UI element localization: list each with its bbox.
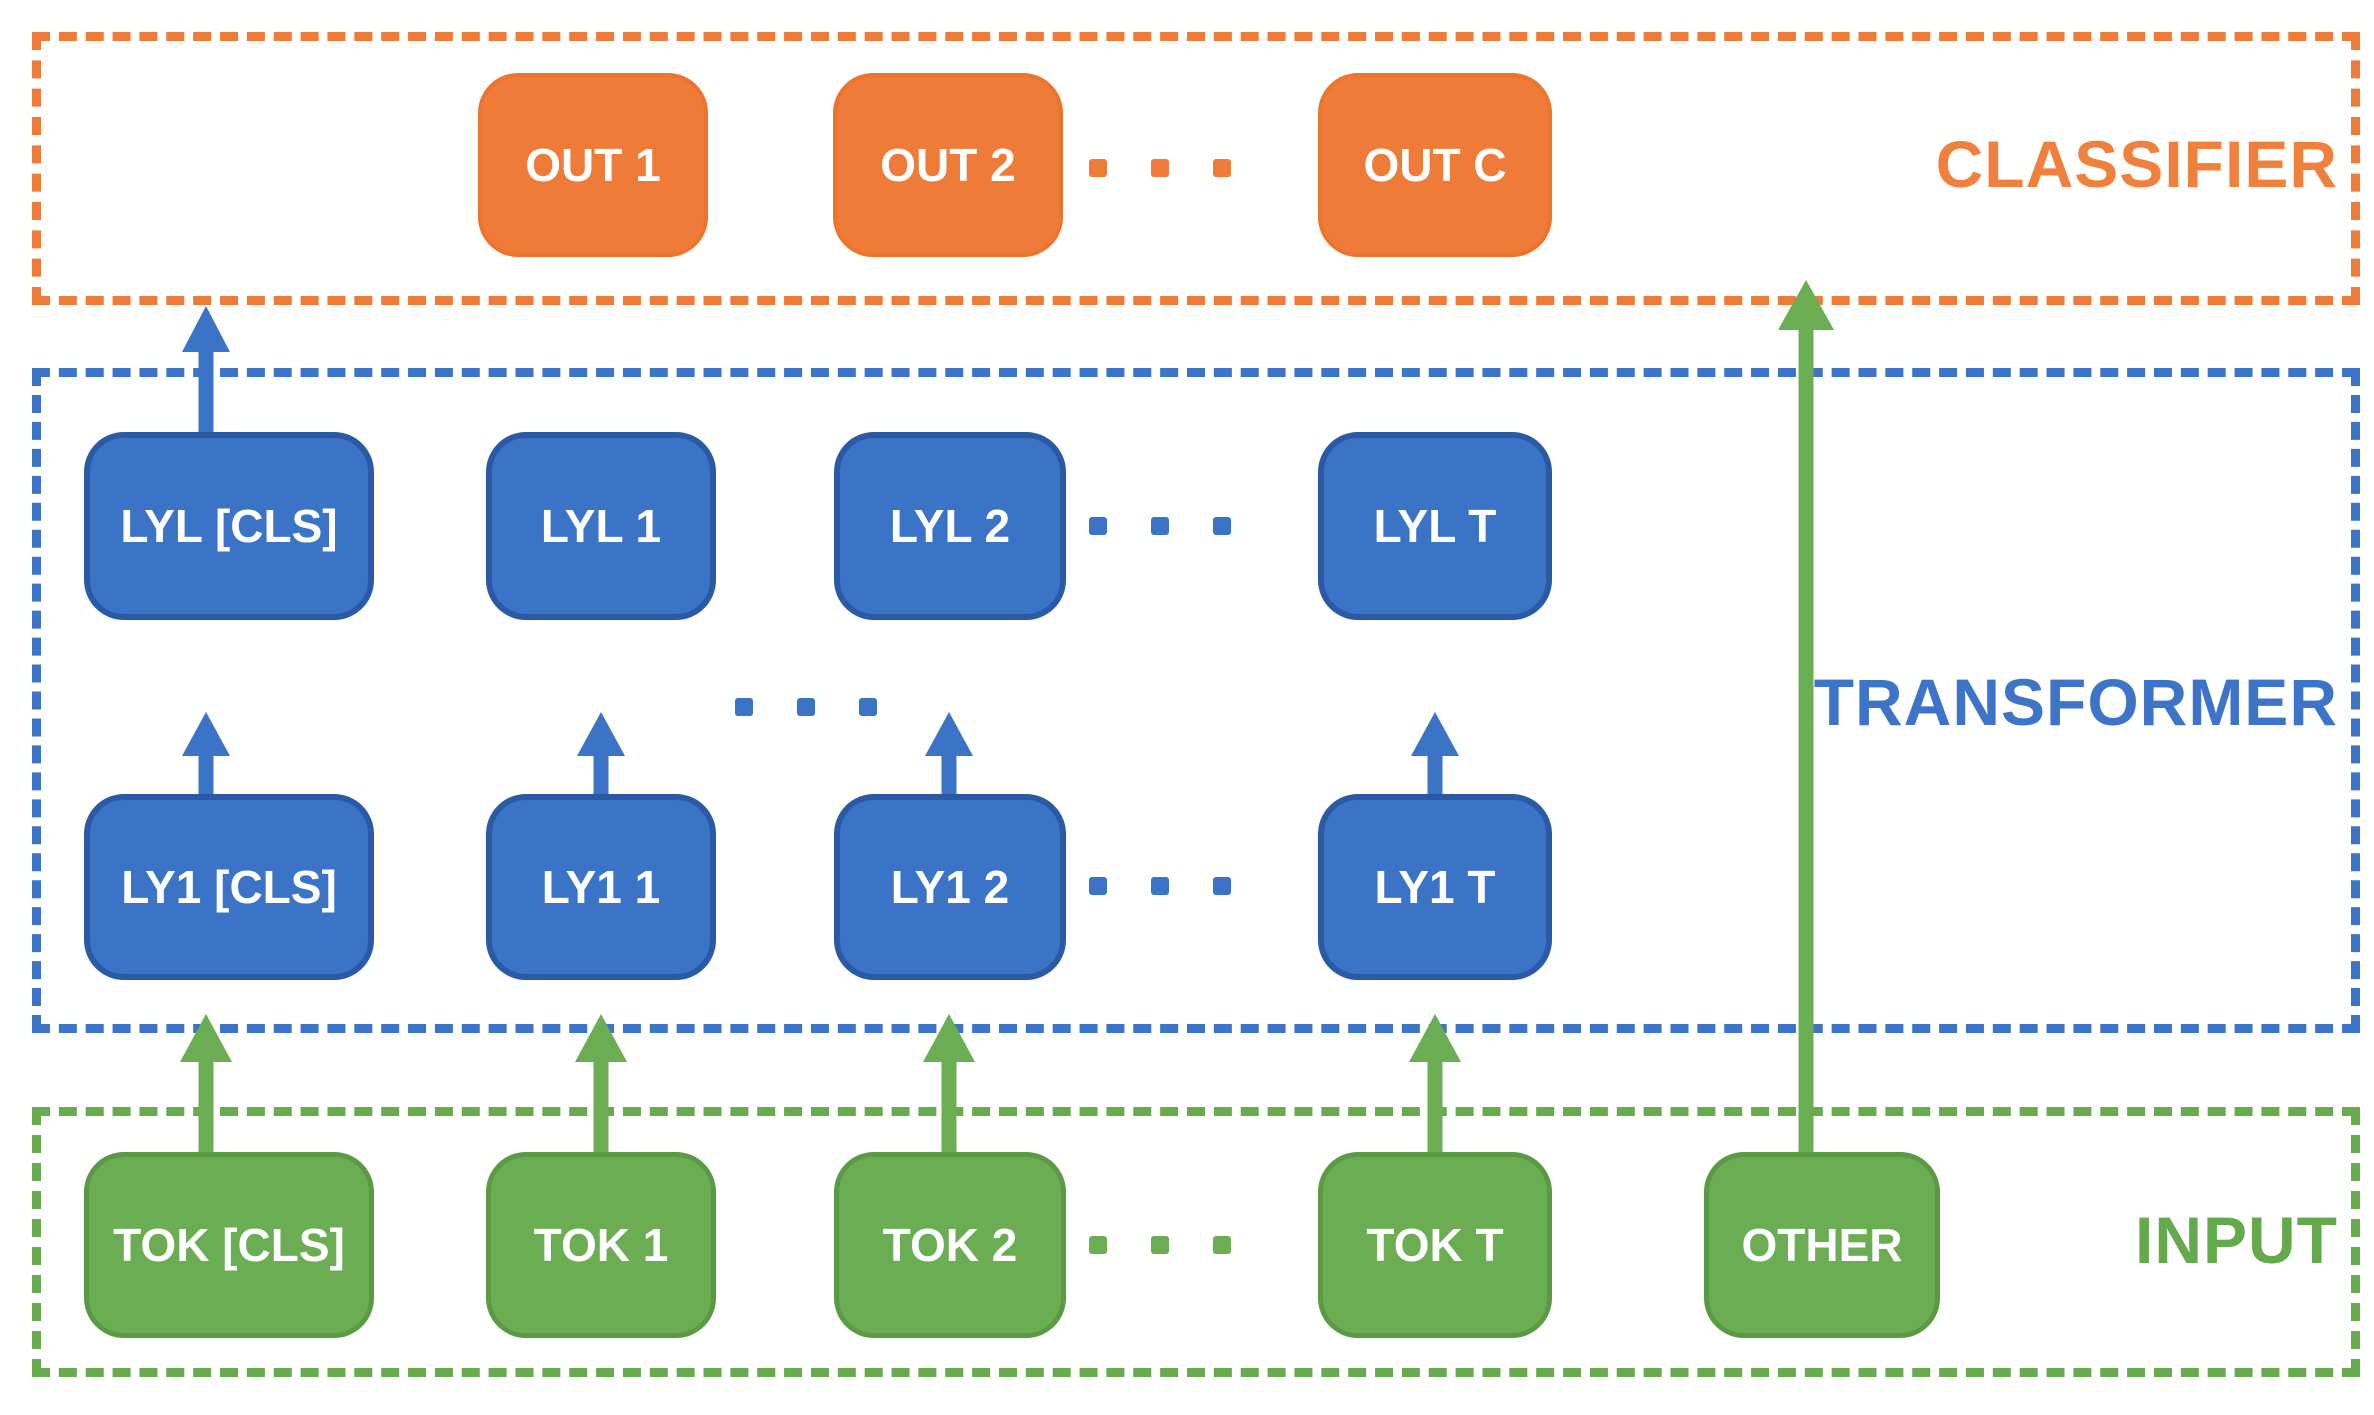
classifier-region-frame xyxy=(32,32,2360,305)
arrow-tok-t-to-transformer-icon xyxy=(1409,1014,1461,1154)
box-lyl-t: LYL T xyxy=(1318,432,1552,620)
box-out-c: OUT C xyxy=(1318,73,1552,257)
ellipsis-ly1-row xyxy=(1089,877,1231,895)
arrow-ly1-t-to-lyl-t-icon xyxy=(1411,712,1459,796)
box-lyl-2: LYL 2 xyxy=(834,432,1066,620)
arrow-tok-2-to-transformer-icon xyxy=(923,1014,975,1154)
classifier-region-label: CLASSIFIER xyxy=(1935,127,2338,201)
input-region-frame xyxy=(32,1107,2360,1377)
ellipsis-lyl-row xyxy=(1089,517,1231,535)
ellipsis-out-row xyxy=(1089,159,1231,177)
arrow-tok-1-to-transformer-icon xyxy=(575,1014,627,1154)
arrow-lyl-cls-to-classifier-icon xyxy=(182,306,230,432)
box-other: OTHER xyxy=(1704,1152,1940,1338)
arrow-ly1-1-to-lyl-1-icon xyxy=(577,712,625,796)
transformer-region-label: TRANSFORMER xyxy=(1813,665,2338,739)
ellipsis-hidden-layers xyxy=(735,698,877,716)
arrow-other-to-classifier-icon xyxy=(1778,280,1834,1154)
box-ly1-2: LY1 2 xyxy=(834,794,1066,980)
transformer-region-frame xyxy=(32,368,2360,1033)
box-ly1-cls: LY1 [CLS] xyxy=(84,794,374,980)
arrow-ly1-cls-to-lyl-cls-icon xyxy=(182,712,230,796)
box-ly1-1: LY1 1 xyxy=(486,794,716,980)
box-lyl-1: LYL 1 xyxy=(486,432,716,620)
box-tok-t: TOK T xyxy=(1318,1152,1552,1338)
box-tok-1: TOK 1 xyxy=(486,1152,716,1338)
box-out-1: OUT 1 xyxy=(478,73,708,257)
box-tok-cls: TOK [CLS] xyxy=(84,1152,374,1338)
arrow-ly1-2-to-lyl-2-icon xyxy=(925,712,973,796)
box-ly1-t: LY1 T xyxy=(1318,794,1552,980)
ellipsis-tok-row xyxy=(1089,1236,1231,1254)
box-lyl-cls: LYL [CLS] xyxy=(84,432,374,620)
arrow-tok-cls-to-transformer-icon xyxy=(180,1014,232,1154)
input-region-label: INPUT xyxy=(2135,1203,2338,1277)
box-out-2: OUT 2 xyxy=(833,73,1063,257)
box-tok-2: TOK 2 xyxy=(834,1152,1066,1338)
